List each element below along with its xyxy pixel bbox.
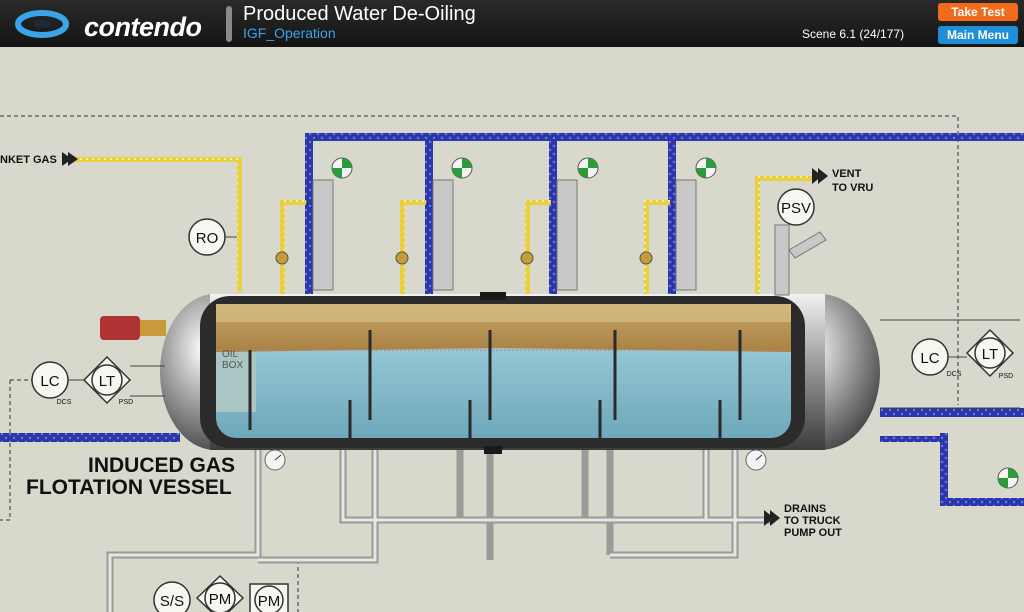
oil-box-label-line1: OIL (222, 349, 239, 360)
pressure-gauges (264, 449, 767, 471)
vessel-title-line2: FLOTATION VESSEL (26, 476, 232, 499)
pm-tag-2: PM (258, 593, 281, 610)
vessel-baffles (248, 330, 742, 438)
page-title: Produced Water De-Oiling (243, 3, 476, 25)
eductor-bodies (312, 179, 697, 291)
drains-label-line1: DRAINS (784, 503, 826, 515)
pm-tag-1: PM (209, 591, 232, 608)
lc-left-tag: LC (40, 373, 59, 390)
control-signal-lines (0, 115, 959, 612)
recycle-pump-motor (100, 316, 166, 340)
instrument-connections (68, 236, 1020, 409)
contendo-swirl-icon (15, 10, 69, 38)
drains-label-line3: PUMP OUT (784, 527, 842, 539)
psv-valve-assembly (774, 224, 827, 296)
blanket-gas-label: NKET GAS (0, 154, 57, 166)
main-menu-button[interactable]: Main Menu (938, 26, 1018, 44)
blanket-gas-pipes (72, 157, 815, 296)
ro-tag: RO (196, 230, 219, 247)
contendo-logo: contendo (14, 8, 214, 42)
drains-label-line2: TO TRUCK (784, 515, 841, 527)
dcs-right-tag: DCS (947, 371, 962, 378)
vessel-title-line1: INDUCED GAS (88, 454, 235, 477)
vent-label-line2: TO VRU (832, 182, 873, 194)
process-diagram: NKET GAS VENT TO VRU DRAINS TO TRUCK PUM… (0, 115, 1024, 612)
ss-tag: S/S (160, 593, 184, 610)
lt-right-tag: LT (982, 346, 998, 363)
lc-right-tag: LC (920, 350, 939, 367)
water-header-pipe (0, 133, 1024, 506)
dcs-left-tag: DCS (57, 399, 72, 406)
psd-left-tag: PSD (119, 399, 133, 406)
gas-eductors (331, 157, 1019, 489)
flow-arrows (62, 152, 828, 526)
vent-label-line1: VENT (832, 168, 862, 180)
psv-tag: PSV (781, 200, 811, 217)
logo-text: contendo (84, 12, 202, 42)
process-piping-highlight (108, 448, 770, 612)
header-divider (226, 6, 232, 42)
branch-valves (275, 251, 653, 265)
scene-counter: Scene 6.1 (24/177) (802, 27, 905, 41)
lt-left-tag: LT (99, 373, 115, 390)
instrument-bubbles (31, 188, 1015, 612)
psd-right-tag: PSD (999, 373, 1013, 380)
top-bar: contendo Produced Water De-Oiling IGF_Op… (0, 0, 1024, 47)
diagram-text: NKET GAS VENT TO VRU DRAINS TO TRUCK PUM… (0, 154, 1013, 610)
page-subtitle: IGF_Operation (243, 25, 336, 41)
take-test-button[interactable]: Take Test (938, 3, 1018, 21)
oil-box-label-line2: BOX (222, 360, 243, 371)
igf-vessel (160, 292, 880, 454)
